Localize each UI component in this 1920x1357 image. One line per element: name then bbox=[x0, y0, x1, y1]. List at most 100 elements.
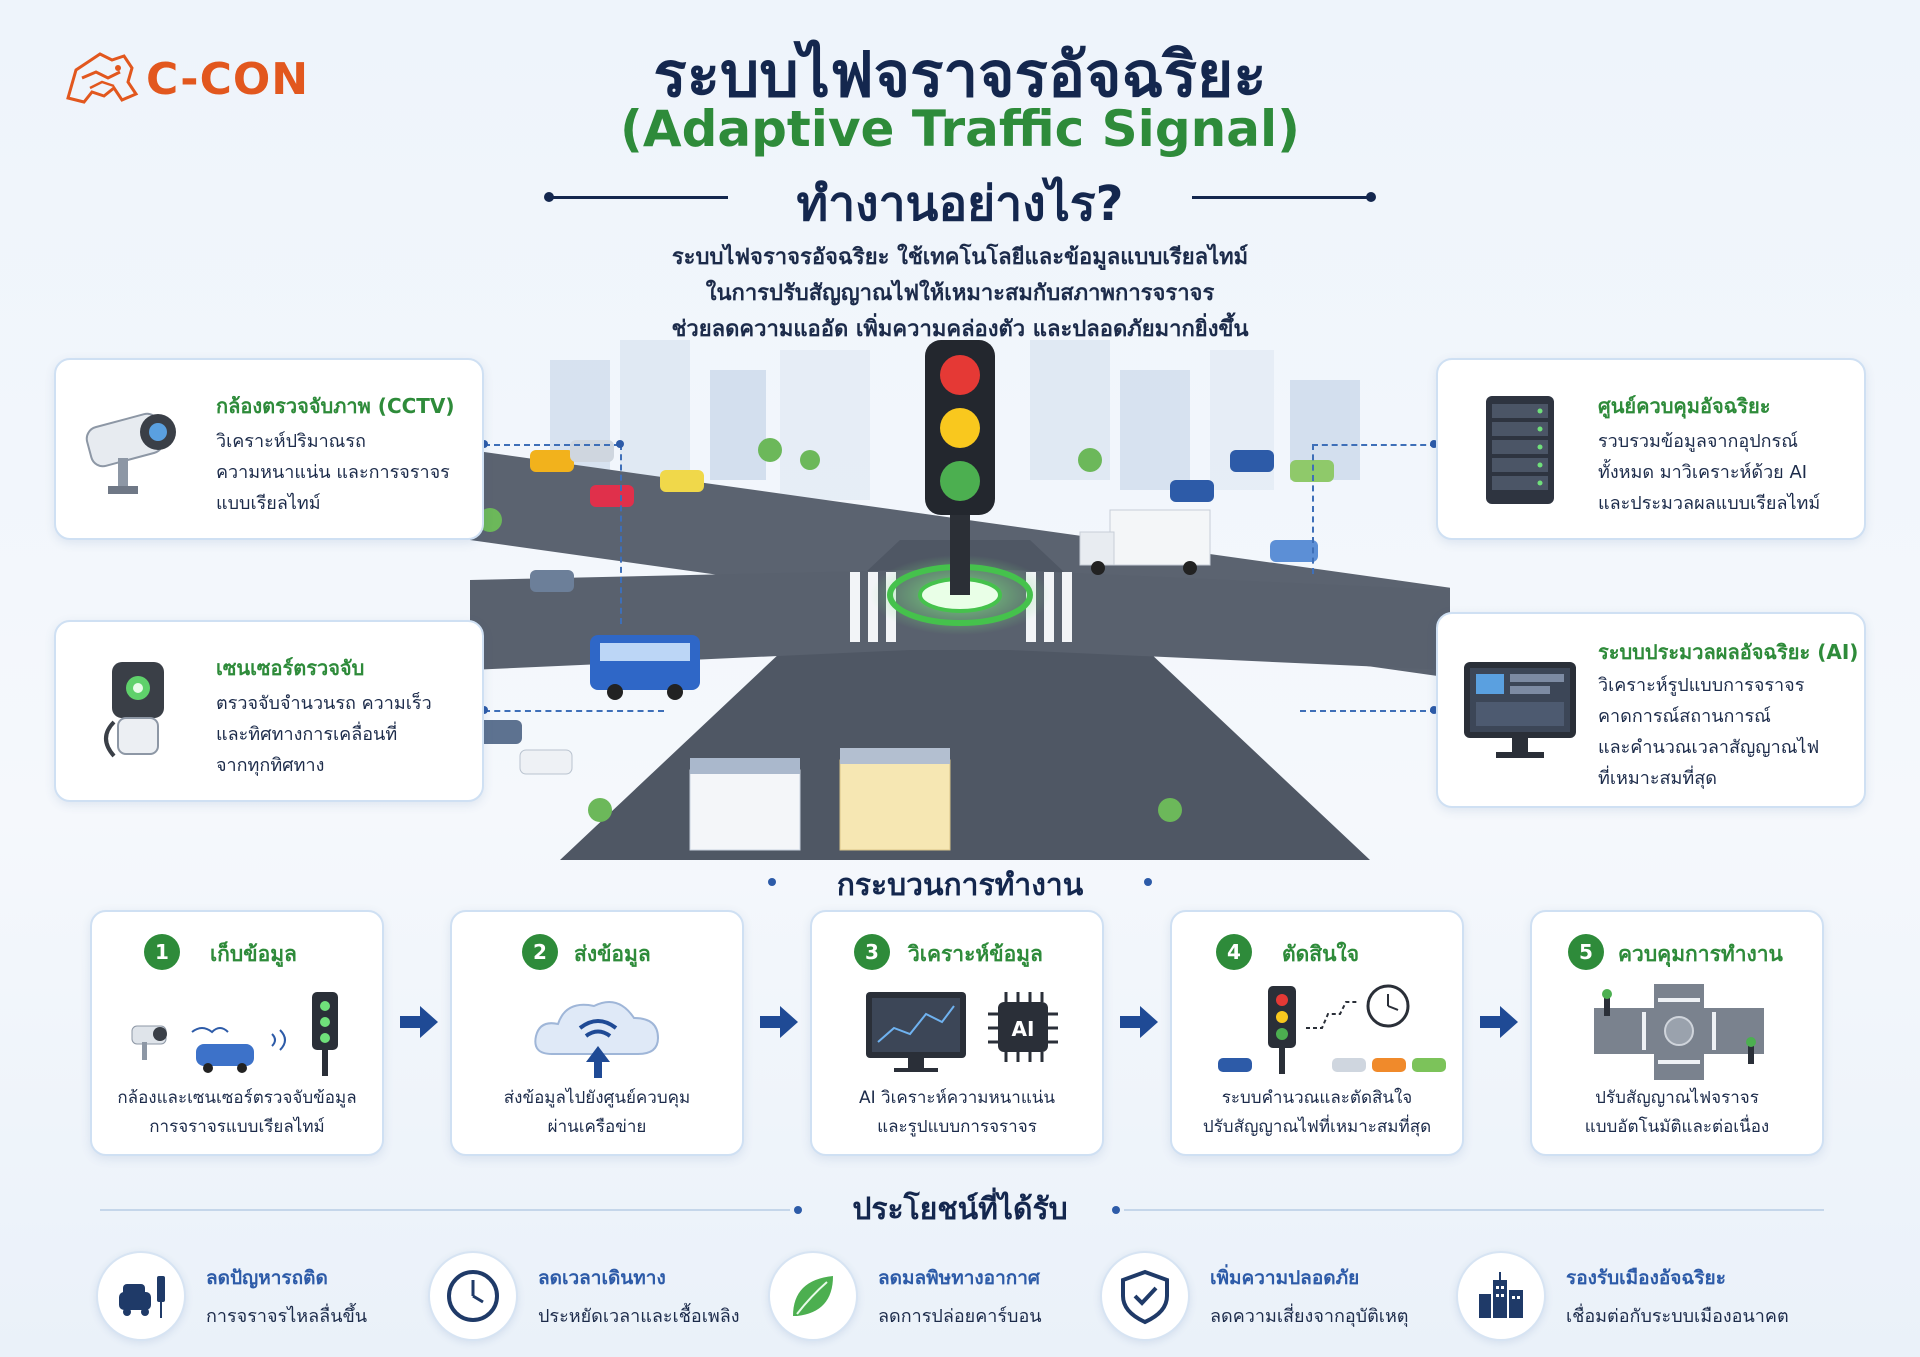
feature-card-ai: ระบบประมวลผลอัจฉริยะ (AI) วิเคราะห์รูปแบ… bbox=[1436, 612, 1866, 808]
feature-card-control-center: ศูนย์ควบคุมอัจฉริยะ รวบรวมข้อมูลจากอุปกร… bbox=[1436, 358, 1866, 540]
feature-desc-line: และทิศทางการเคลื่อนที่ bbox=[216, 724, 398, 745]
connector-cctv-v bbox=[620, 444, 622, 624]
smart-city-icon bbox=[1456, 1251, 1546, 1341]
step-desc-line: แบบอัตโนมัติและต่อเนื่อง bbox=[1584, 1117, 1770, 1137]
step-desc-line: ผ่านเครือข่าย bbox=[547, 1117, 647, 1137]
feature-desc: วิเคราะห์ปริมาณรถ ความหนาแน่น และการจราจ… bbox=[216, 426, 476, 519]
step-desc-line: ปรับสัญญาณไฟที่เหมาะสมที่สุด bbox=[1202, 1117, 1432, 1137]
connector-ai bbox=[1300, 710, 1436, 712]
feature-card-sensor: เซนเซอร์ตรวจจับ ตรวจจับจำนวนรถ ความเร็ว … bbox=[54, 620, 484, 802]
city-buildings bbox=[550, 340, 1360, 500]
connector-center bbox=[1312, 444, 1436, 446]
feature-desc-line: วิเคราะห์รูปแบบการจราจร bbox=[1598, 675, 1805, 696]
benefit-desc: การจราจรไหลลื่นขึ้น bbox=[206, 1305, 368, 1327]
arrow-right-icon bbox=[760, 1006, 798, 1038]
step-desc: ปรับสัญญาณไฟจราจร แบบอัตโนมัติและต่อเนื่… bbox=[1532, 1084, 1822, 1142]
step-number: 1 bbox=[144, 934, 180, 970]
section-dot bbox=[768, 878, 776, 886]
traffic-light bbox=[925, 340, 995, 515]
step-card-collect: 1 เก็บข้อมูล กล้องและเซนเซอร์ตรวจจับข้อม… bbox=[90, 910, 384, 1156]
page-title: ระบบไฟจราจรอัจฉริยะ bbox=[653, 38, 1267, 111]
section-dot bbox=[794, 1206, 802, 1214]
step-desc-line: ส่งข้อมูลไปยังศูนย์ควบคุม bbox=[503, 1088, 691, 1108]
collect-data-icon bbox=[131, 992, 338, 1076]
feature-desc: รวบรวมข้อมูลจากอุปกรณ์ ทั้งหมด มาวิเคราะ… bbox=[1598, 426, 1858, 519]
intro-line: ระบบไฟจราจรอัจฉริยะ ใช้เทคโนโลยีและข้อมู… bbox=[671, 245, 1249, 270]
monitor-dashboard-icon bbox=[1464, 662, 1576, 758]
feature-title: ระบบประมวลผลอัจฉริยะ (AI) bbox=[1598, 640, 1859, 664]
truck bbox=[1079, 509, 1211, 575]
decision-icon bbox=[1218, 984, 1446, 1074]
step-card-analyze: 3 วิเคราะห์ข้อมูล AI AI วิเคราะห์ความหนา… bbox=[810, 910, 1104, 1156]
foreground-buildings bbox=[689, 748, 951, 851]
step-desc-line: การจราจรแบบเรียลไทม์ bbox=[149, 1117, 325, 1137]
arrow-right-icon bbox=[400, 1006, 438, 1038]
step-number: 2 bbox=[522, 934, 558, 970]
connector-dot bbox=[1430, 706, 1438, 714]
arrow-right-icon bbox=[1120, 1006, 1158, 1038]
benefit-title: ลดมลพิษทางอากาศ bbox=[878, 1266, 1040, 1289]
step-desc: ส่งข้อมูลไปยังศูนย์ควบคุม ผ่านเครือข่าย bbox=[452, 1084, 742, 1142]
step-desc: AI วิเคราะห์ความหนาแน่น และรูปแบบการจราจ… bbox=[812, 1084, 1102, 1142]
connector-dot bbox=[616, 440, 624, 448]
benefit-title: รองรับเมืองอัจฉริยะ bbox=[1566, 1266, 1726, 1289]
step-desc-line: ระบบคำนวณและตัดสินใจ bbox=[1221, 1088, 1413, 1108]
feature-desc-line: คาดการณ์สถานการณ์ bbox=[1598, 706, 1771, 727]
arrow-right-icon bbox=[1480, 1006, 1518, 1038]
intersection-illustration bbox=[470, 340, 1450, 860]
feature-title: เซนเซอร์ตรวจจับ bbox=[216, 656, 365, 680]
title-divider-right bbox=[1192, 192, 1376, 202]
benefits-divider-left bbox=[100, 1209, 790, 1211]
intro-line: ในการปรับสัญญาณไฟให้เหมาะสมกับสภาพการจรา… bbox=[705, 281, 1215, 306]
cctv-camera-icon bbox=[85, 412, 176, 494]
step-title: วิเคราะห์ข้อมูล bbox=[908, 942, 1043, 966]
step-desc-line: ปรับสัญญาณไฟจราจร bbox=[1595, 1088, 1759, 1108]
feature-card-cctv: กล้องตรวจจับภาพ (CCTV) วิเคราะห์ปริมาณรถ… bbox=[54, 358, 484, 540]
intro-line: ช่วยลดความแออัด เพิ่มความคล่องตัว และปลอ… bbox=[671, 317, 1249, 342]
step-title: ส่งข้อมูล bbox=[574, 942, 651, 966]
intro-text: ระบบไฟจราจรอัจฉริยะ ใช้เทคโนโลยีและข้อมู… bbox=[0, 240, 1920, 348]
feature-desc-line: ทั้งหมด มาวิเคราะห์ด้วย AI bbox=[1598, 462, 1808, 483]
step-title: ควบคุมการทำงาน bbox=[1618, 942, 1783, 966]
step-desc-line: AI วิเคราะห์ความหนาแน่น bbox=[858, 1088, 1056, 1108]
benefit-title: เพิ่มความปลอดภัย bbox=[1210, 1266, 1360, 1289]
leaf-icon bbox=[768, 1251, 858, 1341]
connector-dot bbox=[480, 706, 488, 714]
step-number: 3 bbox=[854, 934, 890, 970]
connector-center-v bbox=[1312, 444, 1314, 574]
step-desc: กล้องและเซนเซอร์ตรวจจับข้อมูล การจราจรแบ… bbox=[92, 1084, 382, 1142]
logo-text: C-CON bbox=[146, 53, 310, 105]
ai-chip-label: AI bbox=[1012, 1017, 1035, 1041]
benefit-item: ลดปัญหารถติด การจราจรไหลลื่นขึ้น bbox=[96, 1246, 367, 1346]
step-card-decide: 4 ตัดสินใจ ระบบคำนวณและตัดสินใจ ปรับสัญญ… bbox=[1170, 910, 1464, 1156]
ai-analysis-icon: AI bbox=[866, 992, 1058, 1072]
step-number: 4 bbox=[1216, 934, 1252, 970]
cloud-upload-icon bbox=[534, 1001, 660, 1078]
title-divider-left bbox=[544, 192, 728, 202]
step-number: 5 bbox=[1568, 934, 1604, 970]
benefit-item: ลดมลพิษทางอากาศ ลดการปล่อยคาร์บอน bbox=[768, 1246, 1042, 1346]
step-desc-line: และรูปแบบการจราจร bbox=[877, 1117, 1037, 1137]
feature-desc-line: และประมวลผลแบบเรียลไทม์ bbox=[1598, 493, 1821, 514]
feature-desc-line: ตรวจจับจำนวนรถ ความเร็ว bbox=[216, 693, 432, 714]
connector-dot bbox=[1430, 440, 1438, 448]
connector-dot bbox=[480, 440, 488, 448]
benefit-desc: เชื่อมต่อกับระบบเมืองอนาคต bbox=[1566, 1305, 1789, 1327]
feature-desc-line: วิเคราะห์ปริมาณรถ bbox=[216, 431, 366, 452]
section-dot bbox=[1112, 1206, 1120, 1214]
bus bbox=[590, 635, 700, 700]
feature-desc: วิเคราะห์รูปแบบการจราจร คาดการณ์สถานการณ… bbox=[1598, 670, 1858, 794]
feature-desc-line: แบบเรียลไทม์ bbox=[216, 493, 321, 514]
feature-desc-line: และคำนวณเวลาสัญญาณไฟ bbox=[1598, 737, 1820, 758]
benefit-item: เพิ่มความปลอดภัย ลดความเสี่ยงจากอุบัติเห… bbox=[1100, 1246, 1409, 1346]
step-card-send: 2 ส่งข้อมูล ส่งข้อมูลไปยังศูนย์ควบคุม ผ่… bbox=[450, 910, 744, 1156]
car-traffic-icon bbox=[96, 1251, 186, 1341]
benefit-title: ลดปัญหารถติด bbox=[206, 1266, 328, 1289]
benefit-item: รองรับเมืองอัจฉริยะ เชื่อมต่อกับระบบเมือ… bbox=[1456, 1246, 1789, 1346]
connector-cctv bbox=[484, 444, 620, 446]
server-rack-icon bbox=[1486, 396, 1554, 504]
benefit-desc: ลดการปล่อยคาร์บอน bbox=[878, 1305, 1042, 1327]
benefits-title: ประโยชน์ที่ได้รับ bbox=[852, 1192, 1068, 1227]
section-dot bbox=[1144, 878, 1152, 886]
feature-desc: ตรวจจับจำนวนรถ ความเร็ว และทิศทางการเคลื… bbox=[216, 688, 476, 781]
